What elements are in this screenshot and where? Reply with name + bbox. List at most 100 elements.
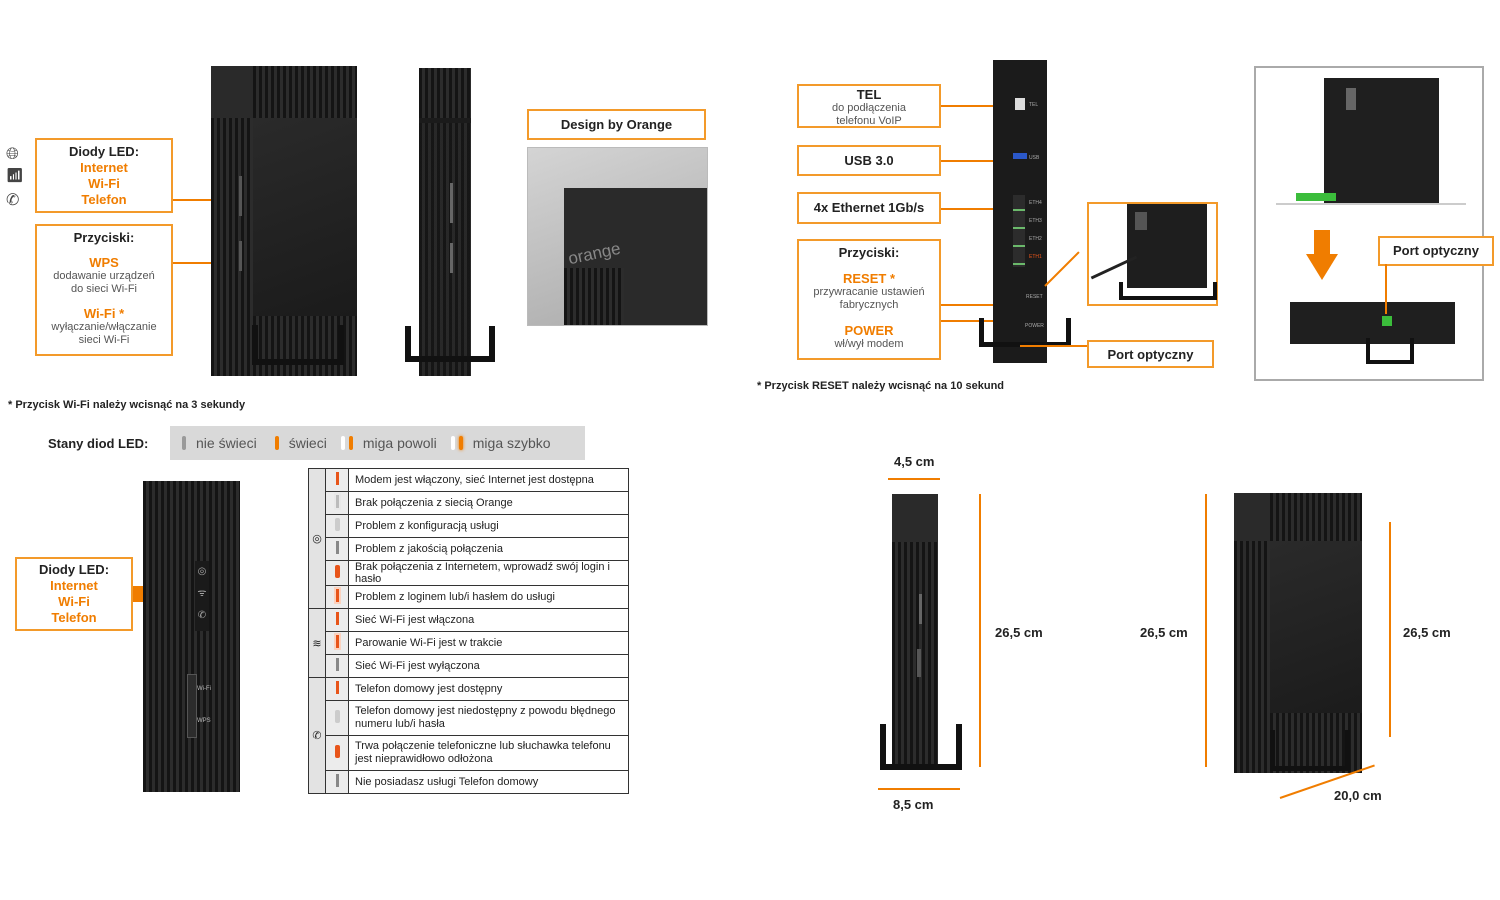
optical-port-install-image [1254,66,1484,381]
connector-line [941,320,1016,322]
connector-line [1020,345,1090,347]
tel-desc-2: telefonu VoIP [836,115,902,127]
port-text-usb: USB [1029,155,1040,161]
table-row: ✆Telefon domowy jest dostępny [308,677,629,794]
port-text-eth1: ETH1 [1029,254,1042,260]
table-row: Problem z jakością połączenia [309,537,629,561]
led-legend: nie świeci świeci miga powoli miga szybk… [170,426,585,460]
globe-icon: 🌐︎ [6,144,19,163]
led-state-indicator [325,608,349,632]
reset-button-note: * Przycisk RESET należy wcisnąć na 10 se… [757,380,1005,392]
leds-box-bottom: Diody LED: Internet Wi-Fi Telefon [15,557,133,631]
led-state-description: Brak połączenia z siecią Orange [348,491,629,515]
wps-label: WPS [89,255,119,270]
led-phone-label: Telefon [81,192,127,207]
led-state-indicator [325,585,349,609]
leds-box-top: Diody LED: Internet Wi-Fi Telefon [35,138,173,213]
wifi-desc-2: sieci Wi-Fi [78,334,130,346]
led-state-indicator [325,468,349,492]
led-state-indicator [325,560,349,586]
dimension-width-bottom: 8,5 cm [893,797,934,812]
dimension-depth: 20,0 cm [1334,788,1382,803]
led-state-mark [334,565,340,578]
led-state-mark [335,658,339,671]
led-state-indicator [325,537,349,561]
port-text-eth4: ETH4 [1029,200,1042,206]
table-row: Parowanie Wi-Fi jest w trakcie [309,631,629,655]
router-front-closeup-image: ◎ ᯤ ✆ Wi-Fi WPS [143,481,240,792]
wifi-icon: 📶︎ [6,168,24,184]
reset-desc-1: przywracanie ustawień [813,286,925,298]
led-wifi-label: Wi-Fi [88,176,120,191]
leds-box-bottom-title: Diody LED: [38,562,110,577]
connector-line [173,199,233,201]
led-state-indicator [325,514,349,538]
wps-button-text: WPS [197,718,211,724]
led-state-description: Problem z jakością połączenia [348,537,629,561]
optical-port-text-2: Port optyczny [1393,243,1479,258]
led-state-mark [335,612,339,625]
connector-line [1044,251,1080,287]
table-row: ≋Sieć Wi-Fi jest włączona [308,608,629,678]
optical-port-text-1: Port optyczny [1107,347,1194,362]
buttons-right-title: Przyciski: [838,245,900,260]
led-wifi-label-bottom: Wi-Fi [58,594,90,609]
wifi-desc-1: wyłączanie/włączanie [51,321,157,333]
table-row: Sieć Wi-Fi jest wyłączona [309,654,629,678]
wps-desc-1: dodawanie urządzeń [53,270,155,282]
router-stand [252,325,344,365]
table-row: Trwa połączenie telefoniczne lub słuchaw… [309,735,629,771]
reset-label: RESET * [842,271,895,286]
connector-line [941,105,1001,107]
port-text-reset: RESET [1026,294,1043,300]
led-state-mark [334,710,340,723]
connector-line [941,160,1001,162]
led-state-mark [335,472,339,485]
port-text-eth3: ETH3 [1029,218,1042,224]
port-text-tel: TEL [1029,102,1039,108]
led-state-description: Brak połączenia z Internetem, wprowadź s… [348,560,629,586]
dimension-line [1389,522,1391,737]
arrow-down-icon [1314,230,1330,254]
table-row: Problem z loginem lub/i hasłem do usługi [309,585,629,609]
led-state-mark [335,681,339,694]
usb-label: USB 3.0 [844,153,894,168]
router-side-stand [405,326,495,362]
connector-line [941,208,1001,210]
table-row: Brak połączenia z siecią Orange [309,491,629,515]
ethernet-box: 4x Ethernet 1Gb/s [797,192,941,224]
dimension-line [888,478,940,480]
ethernet-label: 4x Ethernet 1Gb/s [813,200,925,215]
optical-port-inset-image [1087,202,1218,306]
led-slow-indicator [348,436,353,450]
port-text-eth2: ETH2 [1029,236,1042,242]
led-state-indicator [325,770,349,794]
led-state-indicator [325,700,349,736]
connector-line [173,262,233,264]
phone-icon: ✆ [308,677,326,794]
table-row: Nie posiadasz usługi Telefon domowy [309,770,629,794]
router-front-dim-image [892,494,938,764]
led-phone-label-bottom: Telefon [51,610,97,625]
led-state-mark [334,745,340,758]
legend-state-slow: miga powoli [362,435,437,451]
globe-icon: ◎ [308,468,326,609]
led-internet-label-bottom: Internet [50,578,98,593]
phone-icon: ✆ [6,190,20,209]
tel-desc-1: do podłączenia [831,102,906,114]
legend-state-fast: miga szybko [472,435,551,451]
led-state-description: Problem z loginem lub/i hasłem do usługi [348,585,629,609]
power-desc: wł/wył modem [834,338,904,350]
globe-icon: ◎ [197,566,207,577]
connector-line [1385,264,1387,314]
router-side-image [419,68,471,376]
phone-icon: ✆ [197,610,207,621]
router-angled-image [211,66,357,376]
led-state-mark [335,541,339,554]
port-text-power: POWER [1025,323,1044,329]
led-state-description: Nie posiadasz usługi Telefon domowy [348,770,629,794]
dimension-height-2: 26,5 cm [1140,625,1188,640]
usb-box: USB 3.0 [797,145,941,176]
table-row: Problem z konfiguracją usługi [309,514,629,538]
connector-line [941,304,1016,306]
